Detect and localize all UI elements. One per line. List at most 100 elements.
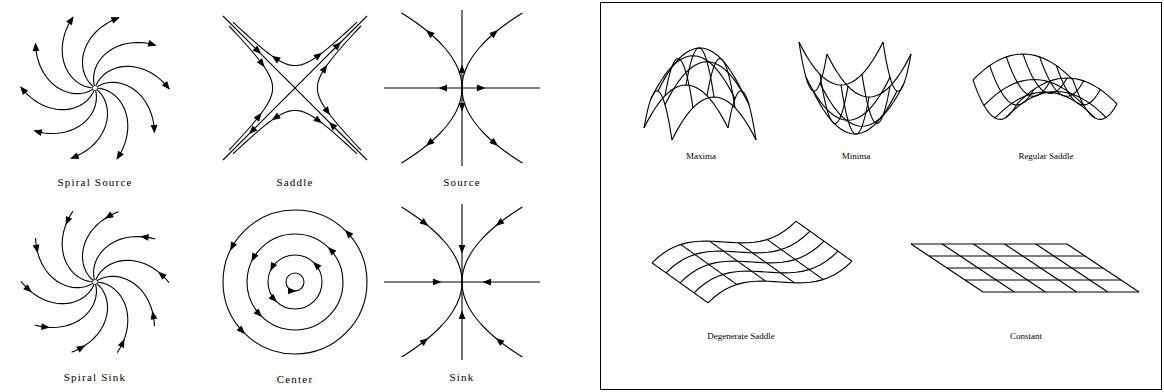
mesh-line (984, 80, 1084, 106)
arrowhead (323, 107, 329, 114)
arrowhead (288, 288, 295, 293)
arrowhead (238, 326, 244, 332)
trajectory (71, 283, 107, 352)
surface-label: Degenerate Saddle (707, 331, 775, 342)
arrowhead (112, 18, 119, 23)
figure-label: Center (277, 373, 314, 386)
arrowhead (21, 87, 27, 94)
trajectory (233, 110, 357, 153)
mesh-line (965, 279, 1121, 280)
arrowhead (433, 279, 440, 284)
arrowhead (33, 44, 38, 51)
arrowhead (420, 339, 427, 345)
mesh-line (666, 231, 810, 273)
arrowhead (271, 263, 276, 270)
arrowhead (252, 253, 257, 260)
mesh-line (983, 291, 1139, 292)
mesh-line (820, 83, 904, 126)
arrowhead (334, 43, 340, 49)
arrowhead (250, 127, 256, 133)
mesh-line (680, 241, 824, 283)
arrowhead (459, 103, 464, 110)
surface-label: Minima (842, 151, 871, 162)
arrowhead (420, 219, 427, 225)
trajectory (462, 88, 522, 163)
separatrix (223, 16, 367, 160)
mesh-line (911, 243, 1067, 244)
mesh-line (806, 77, 890, 120)
orbit (247, 234, 343, 330)
mesh-line (694, 251, 838, 293)
trajectory (94, 42, 156, 86)
trajectory (82, 18, 118, 87)
trajectory (462, 207, 522, 282)
arrowhead (42, 324, 49, 329)
arrowhead (497, 339, 504, 345)
trajectory (229, 26, 272, 150)
mesh-line (1023, 54, 1067, 93)
arrowhead (255, 114, 261, 121)
arrowhead (163, 82, 169, 89)
trajectory (402, 88, 462, 163)
arrowhead (497, 219, 504, 225)
trajectory (402, 207, 462, 282)
mesh-line (1006, 57, 1050, 96)
trajectory (62, 17, 93, 88)
trajectory (35, 90, 97, 134)
trajectory (402, 282, 462, 357)
arrowhead (490, 31, 497, 37)
trajectory (97, 88, 128, 159)
arrowhead (490, 139, 497, 145)
mesh-line (973, 54, 1073, 80)
arrowhead (314, 54, 321, 60)
mesh-line (652, 221, 796, 263)
arrowhead (427, 139, 434, 145)
orbit (268, 255, 322, 309)
trajectory (21, 87, 94, 109)
arrowhead (258, 59, 264, 66)
separatrix (223, 16, 367, 160)
arrowhead (151, 312, 156, 319)
mesh-line (1017, 78, 1117, 104)
arrowhead (142, 235, 149, 240)
arrowhead (35, 130, 42, 135)
arrowhead (427, 31, 434, 37)
arrowhead (459, 245, 464, 252)
trajectory (97, 282, 128, 353)
arrowhead (329, 248, 335, 254)
arrowhead (346, 231, 352, 237)
mesh-line (658, 48, 742, 91)
trajectory (233, 22, 357, 65)
arrowhead (148, 41, 155, 46)
arrowhead (71, 153, 78, 158)
mesh-line (672, 97, 756, 140)
trajectory (35, 284, 97, 328)
arrowhead (159, 273, 166, 279)
mesh-line (862, 74, 890, 123)
mesh-line (929, 255, 1085, 256)
figure-label: Spiral Sink (64, 371, 126, 384)
arrowhead (255, 310, 261, 316)
arrowhead (314, 263, 320, 269)
mesh-line (644, 85, 728, 128)
figure-label: Spiral Source (57, 176, 132, 189)
arrowhead (459, 312, 464, 319)
figure-label: Saddle (276, 176, 313, 189)
arrowhead (254, 47, 260, 53)
mesh-line (947, 267, 1103, 268)
arrowhead (34, 245, 39, 252)
mesh-line (708, 261, 852, 303)
mesh-line (665, 59, 693, 108)
arrowhead (231, 242, 236, 249)
arrowhead (24, 285, 31, 291)
trajectory (82, 212, 118, 281)
surface-label: Constant (1010, 331, 1042, 342)
arrowhead (330, 123, 336, 129)
arrowhead (440, 85, 447, 90)
arrowhead (321, 66, 327, 73)
arrowhead (314, 116, 321, 122)
mesh-line (651, 56, 735, 99)
trajectory (21, 281, 94, 303)
trajectory (62, 211, 93, 282)
